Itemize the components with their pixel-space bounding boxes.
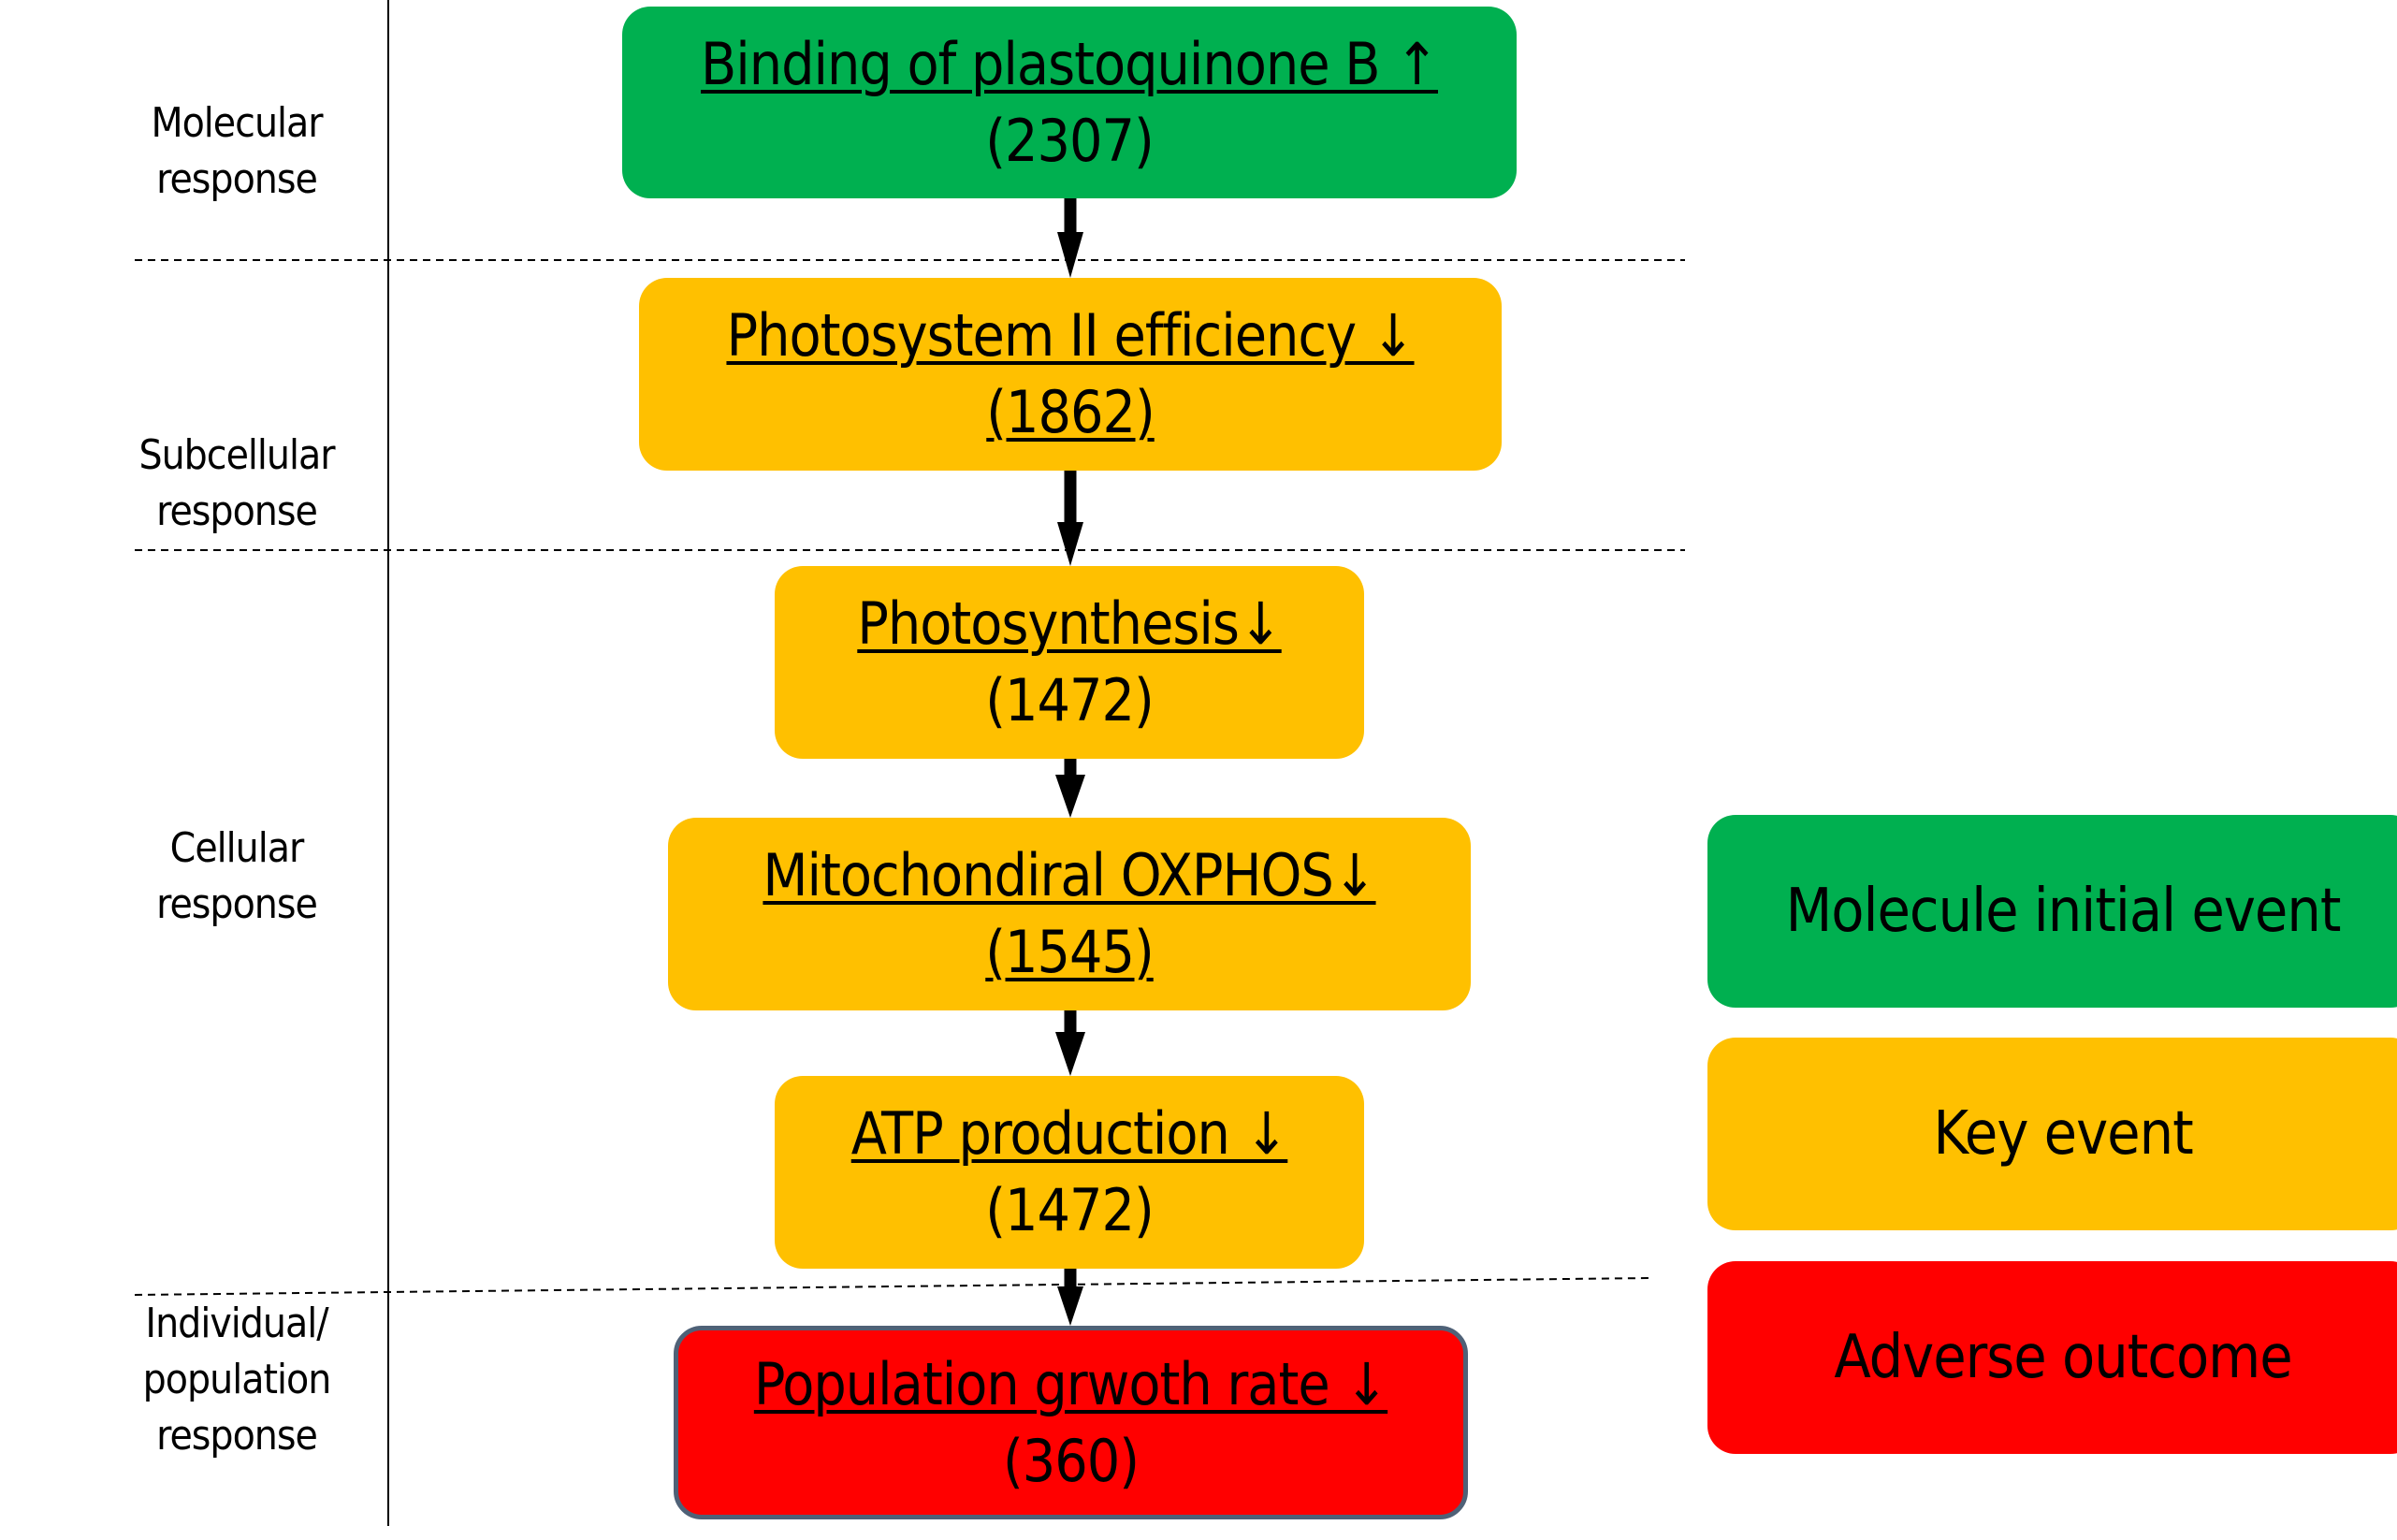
label-line: response — [156, 1412, 318, 1460]
event-box-ke[interactable]: Mitochondiral OXPHOS↓ (1545) — [668, 818, 1471, 1010]
event-box-ao[interactable]: Population grwoth rate ↓ (360) — [674, 1326, 1468, 1519]
arrow — [1057, 198, 1083, 278]
label-line: response — [156, 487, 318, 535]
event-title-link[interactable]: ATP production ↓ — [850, 1099, 1289, 1168]
label-line: Subcellular — [138, 431, 335, 479]
event-id: (1472) — [985, 1176, 1154, 1244]
event-box-ke[interactable]: Photosynthesis↓ (1472) — [775, 566, 1364, 759]
arrow — [1057, 1269, 1083, 1326]
level-label-cellular: Cellular response — [115, 821, 358, 933]
level-divider — [134, 1277, 1652, 1296]
label-line: population — [142, 1356, 332, 1403]
level-label-molecular: Molecular response — [115, 95, 358, 208]
level-label-subcellular: Subcellular response — [115, 428, 358, 540]
legend-label: Key event — [1933, 1099, 2193, 1169]
event-title-link[interactable]: Population grwoth rate ↓ — [753, 1349, 1388, 1418]
label-line: Cellular — [169, 824, 305, 872]
arrow — [1057, 471, 1083, 566]
event-id: (360) — [1003, 1426, 1140, 1495]
label-line: response — [156, 880, 318, 928]
legend-adverse-outcome: Adverse outcome — [1707, 1261, 2397, 1454]
label-line: Individual/ — [145, 1300, 328, 1347]
label-line: response — [156, 155, 318, 203]
event-title-link[interactable]: Mitochondiral OXPHOS↓ — [763, 841, 1376, 909]
arrow — [1055, 1010, 1085, 1076]
event-box-ke[interactable]: ATP production ↓ (1472) — [775, 1076, 1364, 1269]
level-label-individual-population: Individual/ population response — [115, 1296, 358, 1464]
event-title-link[interactable]: Photosystem II efficiency ↓ — [726, 301, 1415, 370]
event-id-link[interactable]: (1545) — [985, 918, 1154, 986]
legend-label: Adverse outcome — [1834, 1323, 2292, 1392]
event-id: (1472) — [985, 666, 1154, 734]
event-box-ke[interactable]: Photosystem II efficiency ↓ (1862) — [639, 278, 1502, 471]
event-id: (2307) — [985, 106, 1154, 175]
event-title-link[interactable]: Binding of plastoquinone B ↑ — [701, 29, 1439, 98]
legend-key-event: Key event — [1707, 1038, 2397, 1230]
event-id-link[interactable]: (1862) — [986, 378, 1155, 446]
event-title-link[interactable]: Photosynthesis↓ — [857, 589, 1282, 658]
legend-label: Molecule initial event — [1785, 877, 2342, 946]
event-box-mie[interactable]: Binding of plastoquinone B ↑ (2307) — [622, 7, 1517, 198]
arrow — [1055, 759, 1085, 818]
legend-mie: Molecule initial event — [1707, 815, 2397, 1008]
label-line: Molecular — [151, 99, 323, 147]
